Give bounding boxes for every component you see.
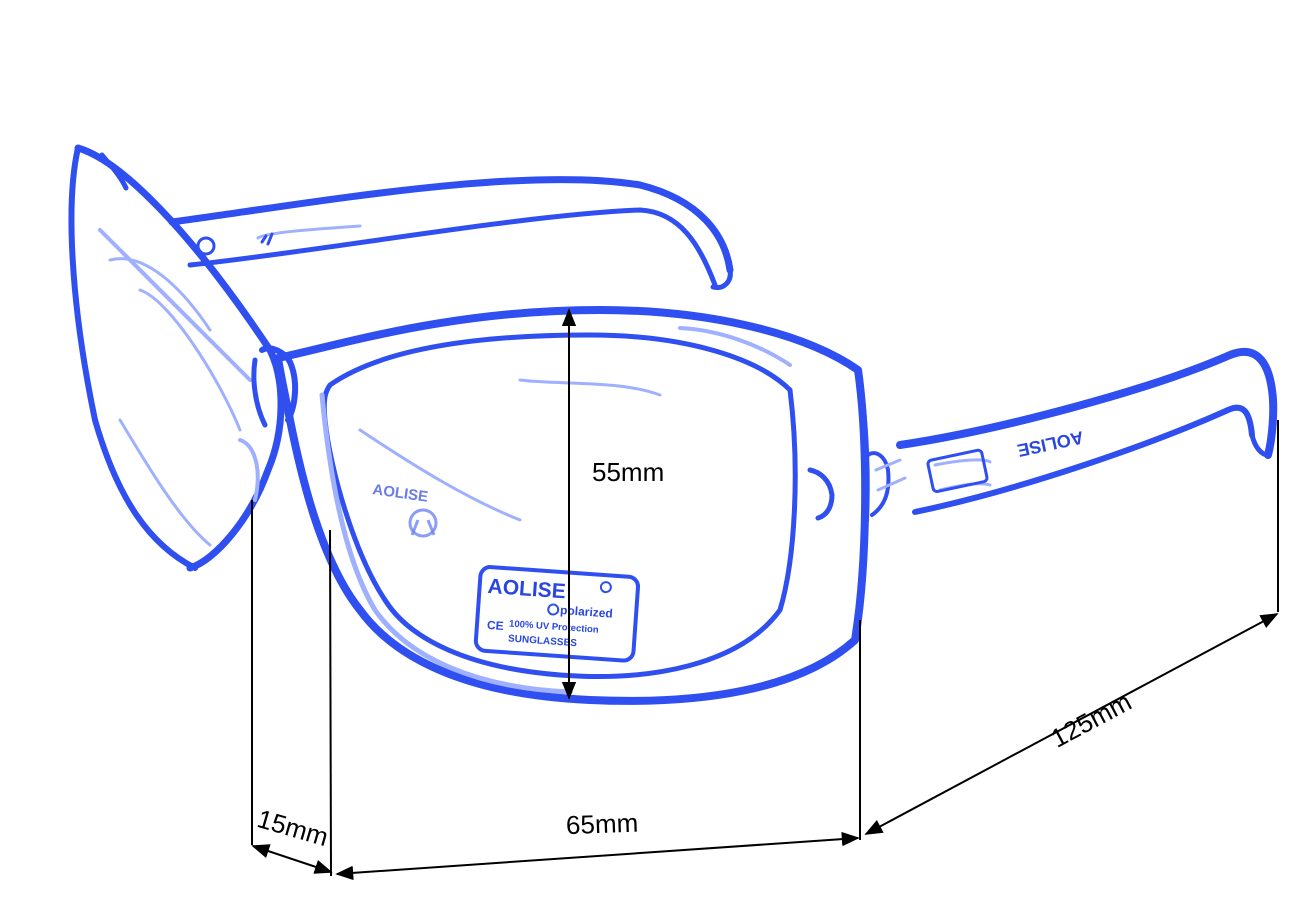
lens-height-label: 55mm [592, 457, 664, 487]
dimension-lines [251, 308, 1279, 881]
lens-etched-logo: AOLISE [371, 481, 429, 506]
bridge-arrow [251, 844, 333, 874]
temple-emblem-icon [926, 448, 989, 494]
sticker-ce: CE [487, 618, 505, 633]
hinge [807, 369, 907, 523]
lens-width-arrow [335, 831, 860, 881]
temple-engraving: AOLISE [1016, 427, 1086, 460]
sunglasses-illustration: AOLISE AOLISE AOLISE polarized [68, 144, 1278, 705]
sticker-product: SUNGLASSES [508, 633, 578, 649]
registered-icon [599, 581, 612, 594]
near-temple-arm: AOLISE [896, 347, 1278, 515]
brand-sticker: AOLISE polarized CE 100% UV Protection S… [473, 565, 641, 663]
bridge [238, 345, 298, 502]
sticker-brand: AOLISE [487, 575, 567, 603]
lens-etched-icon [408, 508, 438, 538]
near-lens-frame: AOLISE [274, 306, 870, 705]
lens-width-label: 65mm [565, 808, 638, 841]
temple-length-arrow [864, 613, 1279, 835]
far-lens [68, 144, 285, 572]
bridge-extension-right [329, 529, 332, 877]
hinge-rivet-icon [196, 236, 216, 256]
polarized-icon [547, 603, 560, 616]
temple-length-label: 125mm [1046, 686, 1137, 753]
bridge-label: 15mm [254, 803, 332, 852]
far-temple-arm [168, 176, 734, 291]
